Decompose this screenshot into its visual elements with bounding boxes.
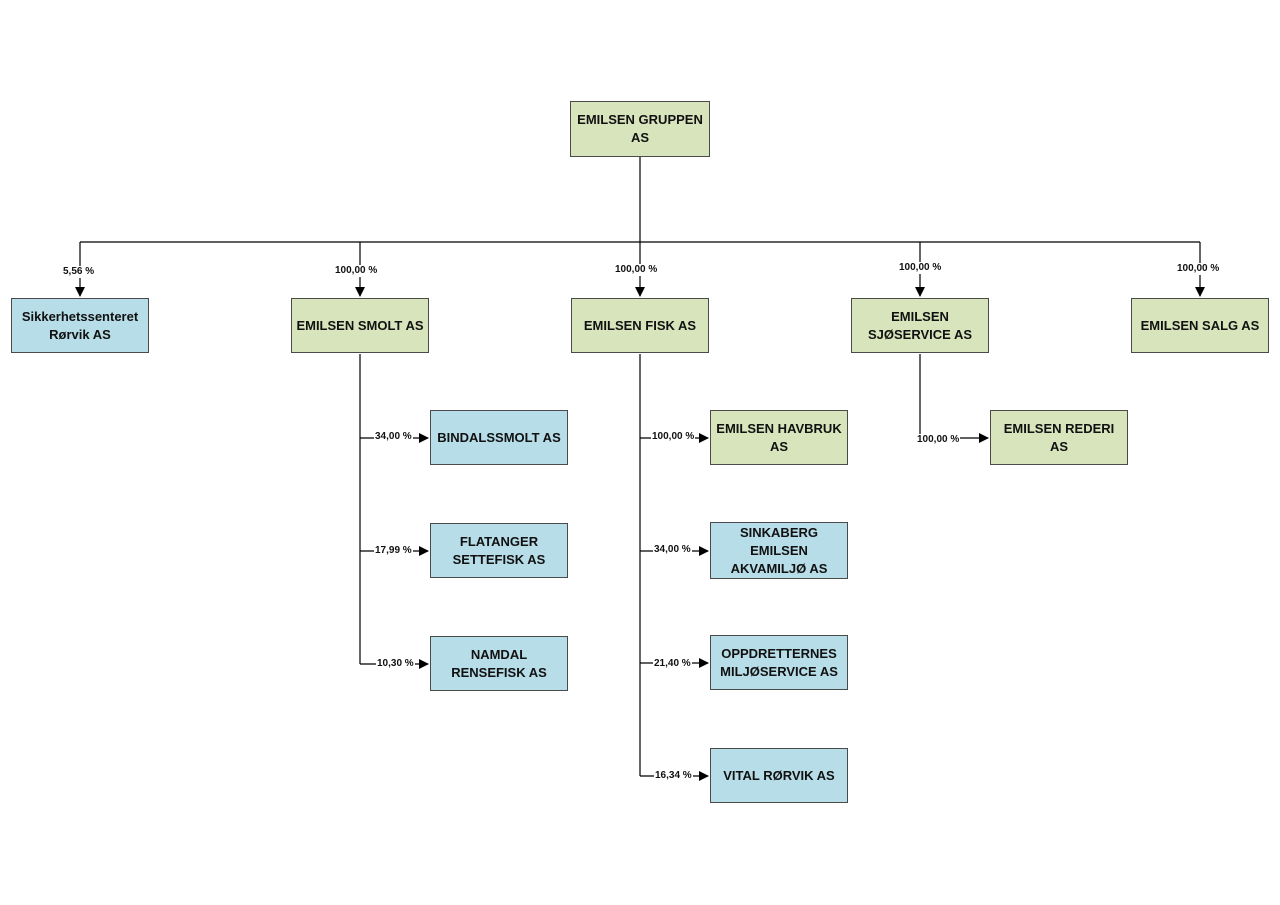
ownership-label: 100,00 % xyxy=(614,264,659,276)
ownership-label: 100,00 % xyxy=(916,434,961,446)
org-node-sinkaberg-emilsen-akvamiljo: SINKABERG EMILSEN AKVAMILJØ AS xyxy=(710,522,848,579)
org-node-emilsen-smolt: EMILSEN SMOLT AS xyxy=(291,298,429,353)
ownership-label: 21,40 % xyxy=(653,658,692,670)
org-node-flatanger-settefisk: FLATANGER SETTEFISK AS xyxy=(430,523,568,578)
org-node-emilsen-salg: EMILSEN SALG AS xyxy=(1131,298,1269,353)
org-node-vital-rorvik: VITAL RØRVIK AS xyxy=(710,748,848,803)
org-node-emilsen-sjoservice: EMILSEN SJØSERVICE AS xyxy=(851,298,989,353)
org-node-sikkerhetssenteret: Sikkerhetssenteret Rørvik AS xyxy=(11,298,149,353)
org-node-emilsen-fisk: EMILSEN FISK AS xyxy=(571,298,709,353)
ownership-label: 16,34 % xyxy=(654,770,693,782)
org-node-emilsen-rederi: EMILSEN REDERI AS xyxy=(990,410,1128,465)
org-node-emilsen-havbruk: EMILSEN HAVBRUK AS xyxy=(710,410,848,465)
org-node-oppdretternes-miljoservice: OPPDRETTERNES MILJØSERVICE AS xyxy=(710,635,848,690)
ownership-label: 34,00 % xyxy=(374,431,413,443)
ownership-label: 10,30 % xyxy=(376,658,415,670)
ownership-label: 100,00 % xyxy=(898,262,943,274)
ownership-label: 5,56 % xyxy=(62,266,96,278)
ownership-label: 17,99 % xyxy=(374,545,413,557)
org-node-bindalssmolt: BINDALSSMOLT AS xyxy=(430,410,568,465)
org-node-root: EMILSEN GRUPPEN AS xyxy=(570,101,710,157)
org-node-namdal-rensefisk: NAMDAL RENSEFISK AS xyxy=(430,636,568,691)
ownership-label: 34,00 % xyxy=(653,544,692,556)
ownership-label: 100,00 % xyxy=(1176,263,1221,275)
ownership-label: 100,00 % xyxy=(651,431,696,443)
ownership-label: 100,00 % xyxy=(334,265,379,277)
